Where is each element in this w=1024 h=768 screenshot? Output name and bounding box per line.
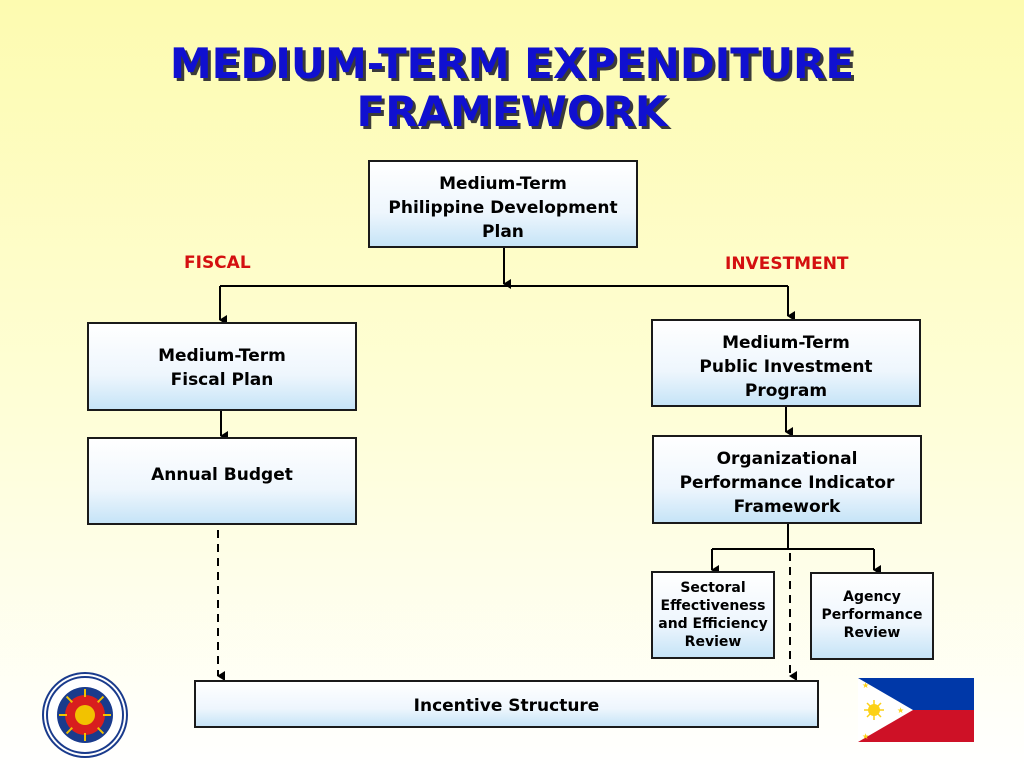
fiscal-plan-text: Medium-Term Fiscal Plan bbox=[158, 346, 286, 390]
title-line-1: MEDIUM-TERM EXPENDITURE bbox=[169, 39, 855, 88]
opif-text: Organizational Performance Indicator Fra… bbox=[679, 449, 895, 517]
title-line-2: FRAMEWORK bbox=[356, 87, 668, 136]
page-title: MEDIUM-TERM EXPENDITURE FRAMEWORK bbox=[0, 40, 1024, 136]
mtpdp-box: Medium-Term Philippine Development Plan bbox=[368, 160, 638, 248]
svg-text:★: ★ bbox=[862, 732, 869, 741]
incentive-structure-box: Incentive Structure bbox=[194, 680, 819, 728]
svg-text:★: ★ bbox=[862, 681, 869, 690]
seer-text: Sectoral Effectiveness and Efficiency Re… bbox=[658, 580, 768, 650]
opif-box: Organizational Performance Indicator Fra… bbox=[652, 435, 922, 524]
annual-budget-text: Annual Budget bbox=[151, 465, 293, 485]
mtpdp-text: Medium-Term Philippine Development Plan bbox=[388, 174, 618, 242]
seer-box: Sectoral Effectiveness and Efficiency Re… bbox=[651, 571, 775, 659]
philippine-flag-icon: ★ ★ ★ bbox=[858, 678, 974, 742]
mtpip-text: Medium-Term Public Investment Program bbox=[699, 333, 873, 401]
fiscal-plan-box: Medium-Term Fiscal Plan bbox=[87, 322, 357, 411]
investment-label: INVESTMENT bbox=[725, 254, 849, 274]
svg-text:★: ★ bbox=[897, 706, 904, 715]
mtpip-box: Medium-Term Public Investment Program bbox=[651, 319, 921, 407]
annual-budget-box: Annual Budget bbox=[87, 437, 357, 525]
dbm-seal-icon bbox=[42, 672, 128, 758]
fiscal-label: FISCAL bbox=[184, 253, 251, 273]
incentive-structure-text: Incentive Structure bbox=[413, 696, 600, 716]
apr-box: Agency Performance Review bbox=[810, 572, 934, 660]
apr-text: Agency Performance Review bbox=[821, 589, 923, 641]
